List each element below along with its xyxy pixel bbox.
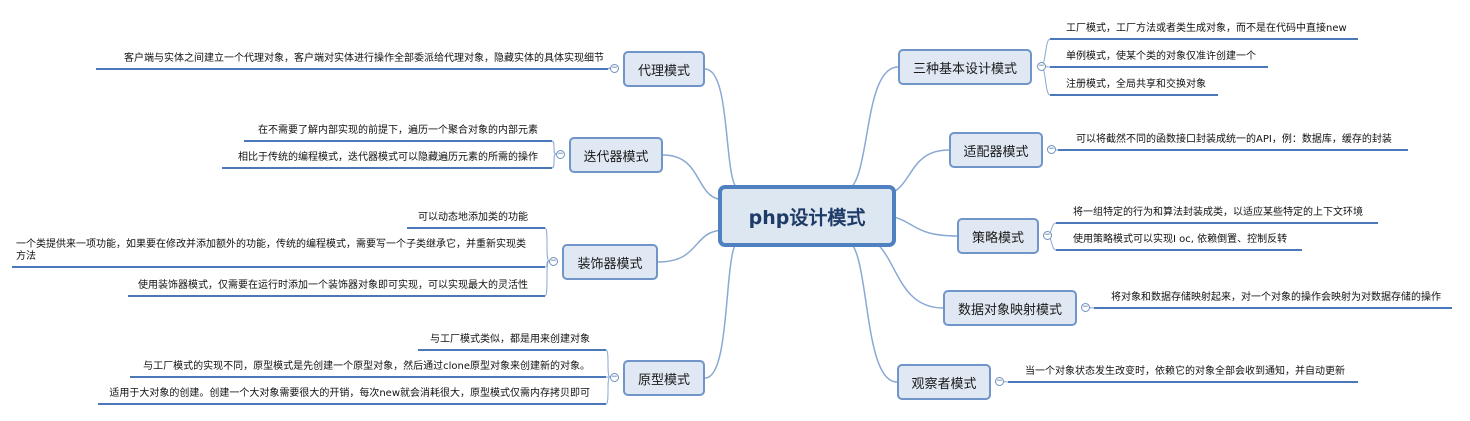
topic-label: 策略模式 bbox=[971, 230, 1024, 246]
leaf-underline bbox=[1056, 249, 1302, 251]
leaf-underline bbox=[1050, 38, 1358, 40]
leaf-underline bbox=[96, 68, 608, 70]
leaf-data-mapper-desc: 将对象和数据存储映射起来，对一个对象的操作会映射为对数据存储的操作 bbox=[1111, 292, 1441, 303]
leaf-connector bbox=[544, 260, 550, 297]
collapse-toggle-icon[interactable]: − bbox=[610, 63, 619, 73]
leaf-underline bbox=[418, 349, 606, 351]
leaf-underline bbox=[1058, 149, 1408, 151]
branch-connector bbox=[662, 154, 726, 201]
topic-label: 代理模式 bbox=[637, 63, 690, 79]
leaf-underline bbox=[98, 403, 606, 405]
branch-connector bbox=[844, 66, 899, 191]
topic-proxy[interactable]: 代理模式 bbox=[623, 51, 705, 87]
leaf-decorator-desc-2: 一个类提供来一项功能，如果要在修改并添加额外的功能，传统的编程模式，需要写一个子… bbox=[16, 239, 526, 262]
central-topic[interactable]: php设计模式 bbox=[718, 185, 896, 247]
leaf-observer-desc: 当一个对象状态发生改变时，依赖它的对象全部会收到通知，并自动更新 bbox=[1025, 366, 1345, 377]
leaf-prototype-desc-2: 与工厂模式的实现不同，原型模式是先创建一个原型对象，然后通过clone原型对象来… bbox=[143, 361, 590, 372]
topic-label: 数据对象映射模式 bbox=[957, 302, 1062, 318]
leaf-underline bbox=[1050, 66, 1268, 68]
leaf-factory-pattern: 工厂模式，工厂方法或者类生成对象，而不是在代码中直接new bbox=[1066, 23, 1347, 34]
collapse-toggle-icon[interactable]: − bbox=[549, 256, 558, 266]
topic-label: 迭代器模式 bbox=[583, 149, 649, 165]
leaf-connector bbox=[544, 227, 550, 262]
collapse-toggle-icon[interactable]: − bbox=[995, 376, 1004, 386]
collapse-toggle-icon[interactable]: − bbox=[1037, 61, 1046, 71]
topic-observer[interactable]: 观察者模式 bbox=[897, 364, 991, 400]
leaf-underline bbox=[128, 295, 545, 297]
branch-connector bbox=[704, 239, 741, 379]
leaf-strategy-desc-2: 使用策略模式可以实现I oc, 依赖倒置、控制反转 bbox=[1073, 234, 1288, 245]
leaf-underline bbox=[407, 227, 545, 229]
collapse-toggle-icon[interactable]: − bbox=[1043, 230, 1052, 240]
central-topic-label: php设计模式 bbox=[748, 206, 866, 229]
topic-label: 观察者模式 bbox=[911, 376, 977, 392]
topic-label: 适配器模式 bbox=[963, 144, 1029, 160]
leaf-underline bbox=[1050, 94, 1218, 96]
topic-strategy[interactable]: 策略模式 bbox=[957, 218, 1039, 254]
topic-adapter[interactable]: 适配器模式 bbox=[949, 132, 1043, 168]
leaf-proxy-desc: 客户端与实体之间建立一个代理对象，客户端对实体进行操作全部委派给代理对象，隐藏实… bbox=[124, 53, 604, 64]
collapse-toggle-icon[interactable]: − bbox=[556, 149, 565, 159]
leaf-prototype-desc-1: 与工厂模式类似，都是用来创建对象 bbox=[430, 334, 590, 345]
leaf-connector bbox=[605, 349, 611, 378]
topic-decorator[interactable]: 装饰器模式 bbox=[562, 244, 658, 280]
leaf-connector bbox=[551, 153, 557, 169]
leaf-underline bbox=[1056, 222, 1378, 224]
branch-connector bbox=[704, 68, 741, 191]
leaf-underline bbox=[130, 376, 606, 378]
leaf-singleton-pattern: 单例模式，使某个类的对象仅准许创建一个 bbox=[1066, 51, 1256, 62]
leaf-underline bbox=[244, 140, 552, 142]
leaf-prototype-desc-3: 适用于大对象的创建。创建一个大对象需要很大的开销，每次new就会消耗很大，原型模… bbox=[109, 388, 590, 399]
leaf-iterator-desc-1: 在不需要了解内部实现的前提下，遍历一个聚合对象的内部元素 bbox=[258, 125, 538, 136]
leaf-decorator-desc-3: 使用装饰器模式，仅需要在运行时添加一个装饰器对象即可实现，可以实现最大的灵活性 bbox=[138, 280, 528, 291]
topic-iterator[interactable]: 迭代器模式 bbox=[569, 137, 663, 173]
leaf-underline bbox=[1008, 381, 1358, 383]
topic-prototype[interactable]: 原型模式 bbox=[623, 360, 705, 396]
topic-three-basic-patterns[interactable]: 三种基本设计模式 bbox=[898, 49, 1032, 85]
leaf-underline bbox=[222, 167, 552, 169]
branch-connector bbox=[657, 229, 726, 263]
collapse-toggle-icon[interactable]: − bbox=[610, 372, 619, 382]
leaf-underline bbox=[12, 266, 545, 268]
collapse-toggle-icon[interactable]: − bbox=[1081, 302, 1090, 312]
leaf-strategy-desc-1: 将一组特定的行为和算法封装成类，以适应某些特定的上下文环境 bbox=[1073, 207, 1363, 218]
collapse-toggle-icon[interactable]: − bbox=[1047, 144, 1056, 154]
topic-label: 装饰器模式 bbox=[577, 256, 643, 272]
leaf-registry-pattern: 注册模式，全局共享和交换对象 bbox=[1066, 79, 1206, 90]
leaf-adapter-desc: 可以将截然不同的函数接口封装成统一的API，例：数据库，缓存的封装 bbox=[1076, 134, 1392, 145]
leaf-connector bbox=[607, 67, 611, 70]
topic-label: 三种基本设计模式 bbox=[912, 61, 1017, 77]
leaf-underline bbox=[1094, 307, 1452, 309]
leaf-decorator-desc-1: 可以动态地添加类的功能 bbox=[418, 212, 528, 223]
leaf-connector bbox=[551, 140, 557, 155]
leaf-connector bbox=[605, 376, 611, 405]
topic-label: 原型模式 bbox=[637, 372, 690, 388]
topic-data-mapper[interactable]: 数据对象映射模式 bbox=[943, 290, 1077, 326]
leaf-iterator-desc-2: 相比于传统的编程模式，迭代器模式可以隐藏遍历元素的所需的操作 bbox=[238, 152, 538, 163]
